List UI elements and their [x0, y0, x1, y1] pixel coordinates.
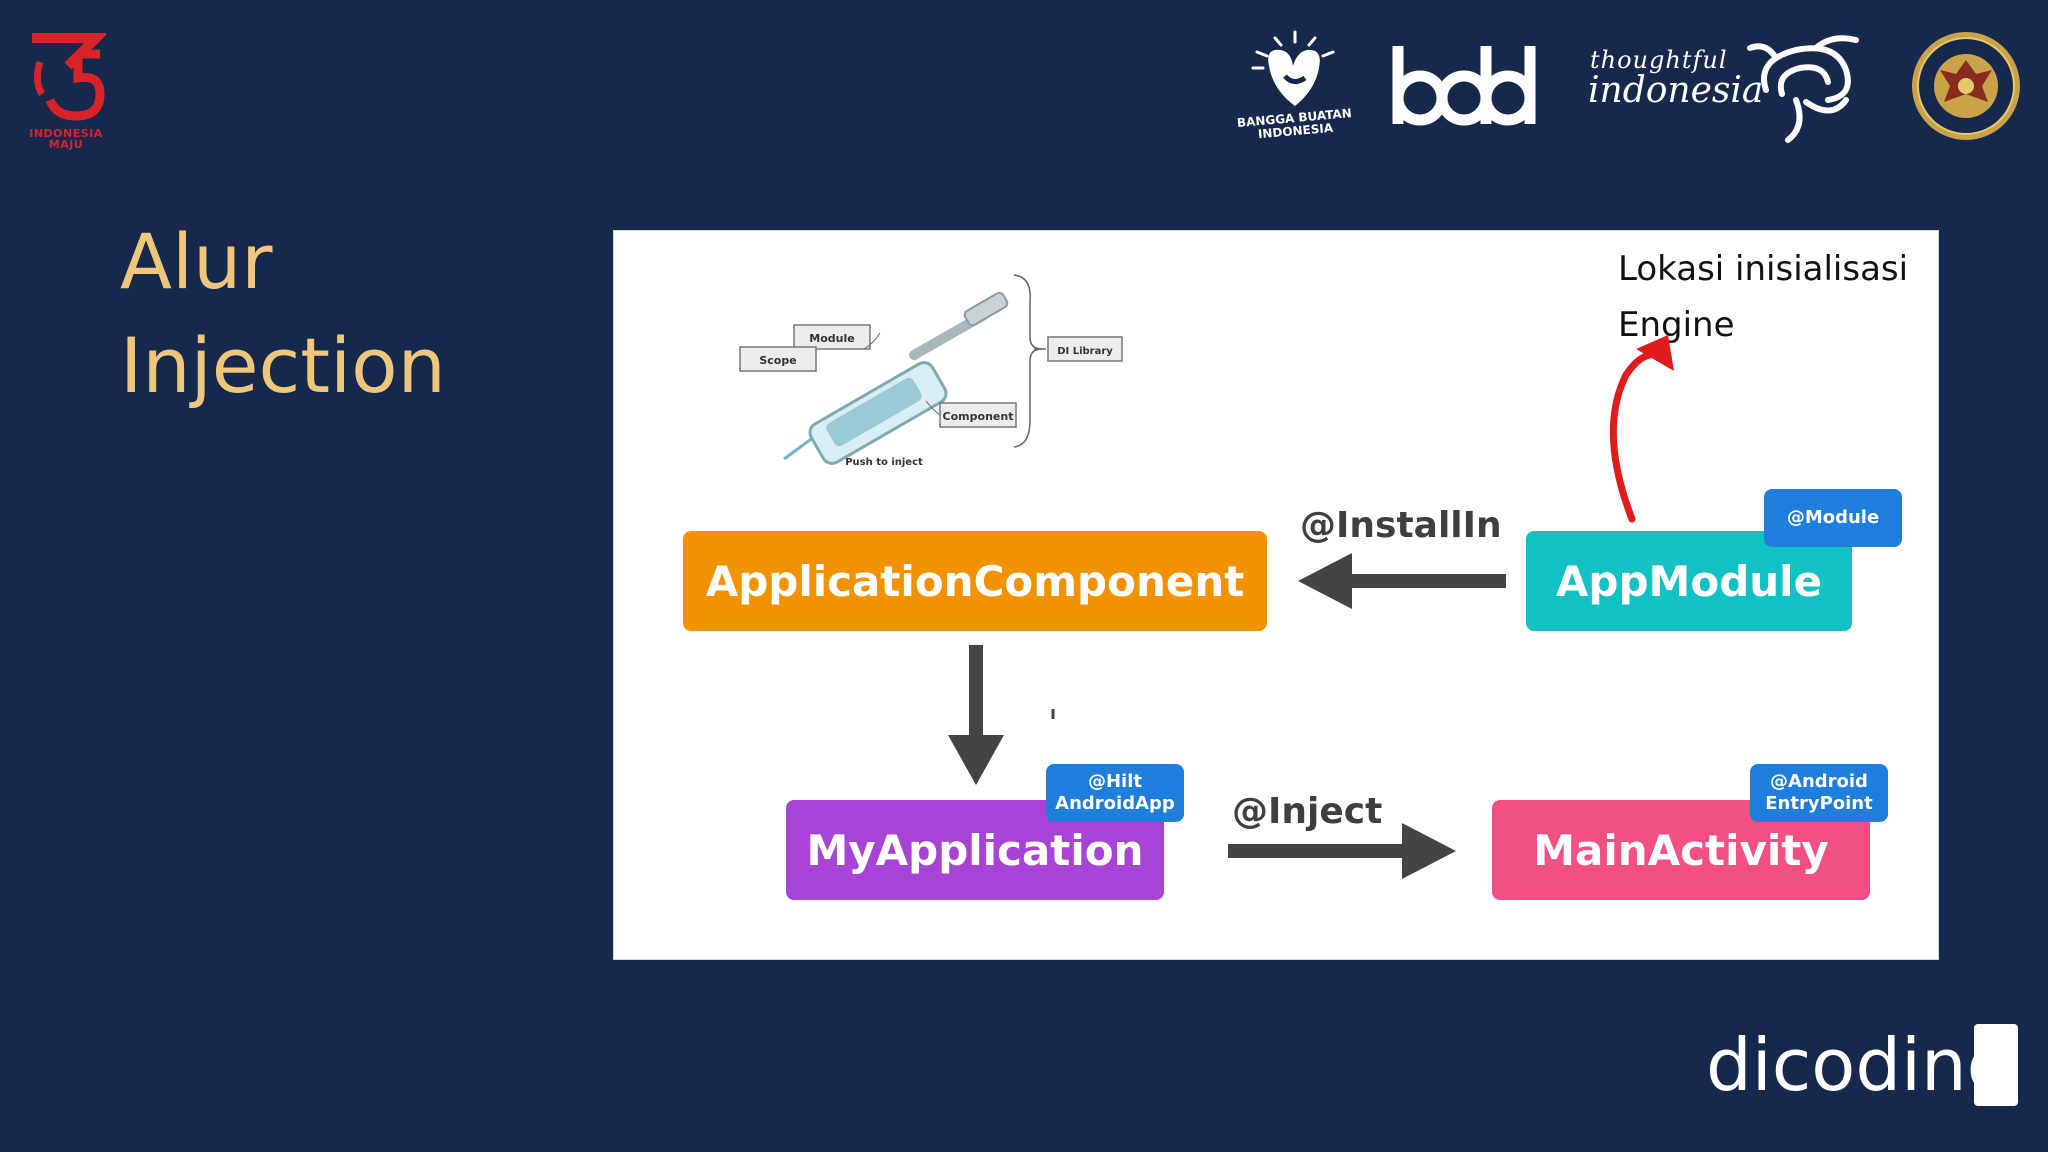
thoughtful-line2: indonesia: [1588, 70, 1764, 111]
hilt-tag-line2: AndroidApp: [1055, 793, 1175, 814]
dicoding-logo: dicoding: [1706, 1020, 2026, 1130]
android-entry-point-tag: @Android EntryPoint: [1750, 764, 1888, 822]
heart-hand-icon: [1251, 30, 1335, 106]
engine-arrow: [1609, 351, 1654, 523]
logo-75-emblem: [32, 33, 109, 121]
indonesia-maju-75-logo: INDONESIA MAJU: [26, 32, 109, 152]
hilt-android-app-tag: @Hilt AndroidApp: [1046, 764, 1184, 822]
dicoding-text: dicoding: [1706, 1023, 2012, 1107]
hilt-tag-line1: @Hilt: [1087, 771, 1142, 792]
entry-tag-line1: @Android: [1770, 771, 1868, 792]
slide-title-line2: Injection: [120, 321, 446, 410]
inject-arrowhead: [1402, 823, 1456, 879]
logo75-caption-1: INDONESIA: [29, 127, 103, 140]
dicoding-wordmark: dicoding: [1706, 1023, 2018, 1107]
illus-component-label: Component: [943, 410, 1014, 423]
illus-scope-box: [739, 346, 817, 372]
engine-note: Lokasi inisialisasi Engine: [1618, 241, 1938, 353]
engine-note-line2: Engine: [1618, 305, 1735, 345]
engine-note-line1: Lokasi inisialisasi: [1618, 249, 1909, 289]
kemenparekraf-seal: [1910, 30, 2022, 142]
bbi-caption: BANGGA BUATAN INDONESIA: [1234, 106, 1356, 143]
illus-module-box: [793, 324, 871, 350]
install-in-arrowhead: [1298, 553, 1352, 609]
application-component-node: ApplicationComponent: [683, 531, 1267, 631]
slide-title-line1: Alur: [120, 217, 273, 306]
slide-title: Alur Injection: [120, 210, 446, 418]
thoughtful-line1: thoughtful: [1590, 46, 1728, 74]
app-module-node: AppModule: [1526, 531, 1852, 631]
entry-tag-line2: EntryPoint: [1765, 793, 1873, 814]
illus-di-library-label: DI Library: [1057, 346, 1113, 357]
illus-di-library-box: [1047, 336, 1123, 362]
garuda-swirl-icon: [1747, 35, 1859, 143]
module-annotation-tag: @Module: [1764, 489, 1902, 547]
seal-emblem: [1912, 32, 2020, 140]
install-in-edge-label: @InstallIn: [1300, 505, 1502, 546]
engine-arrowhead: [1636, 335, 1674, 371]
illus-caption: Push to inject: [845, 457, 923, 468]
inject-edge-label: @Inject: [1232, 791, 1383, 832]
bdd-wordmark: [1392, 46, 1536, 126]
syringe-illustration: Module Scope Component DI Library Push t…: [739, 274, 1123, 468]
illus-component-box: [939, 402, 1017, 428]
bangga-buatan-indonesia-logo: BANGGA BUATAN INDONESIA: [1235, 28, 1355, 148]
diagram-panel: Module Scope Component DI Library Push t…: [613, 230, 1939, 960]
thoughtful-indonesia-logo: thoughtful indonesia: [1588, 30, 1868, 150]
bdd-logo: [1390, 40, 1540, 130]
down-arrowhead: [948, 735, 1004, 785]
illus-module-label: Module: [809, 332, 854, 345]
diagram-arrows: [948, 335, 1674, 879]
logo75-caption-2: MAJU: [48, 138, 84, 151]
illus-scope-label: Scope: [759, 354, 796, 367]
